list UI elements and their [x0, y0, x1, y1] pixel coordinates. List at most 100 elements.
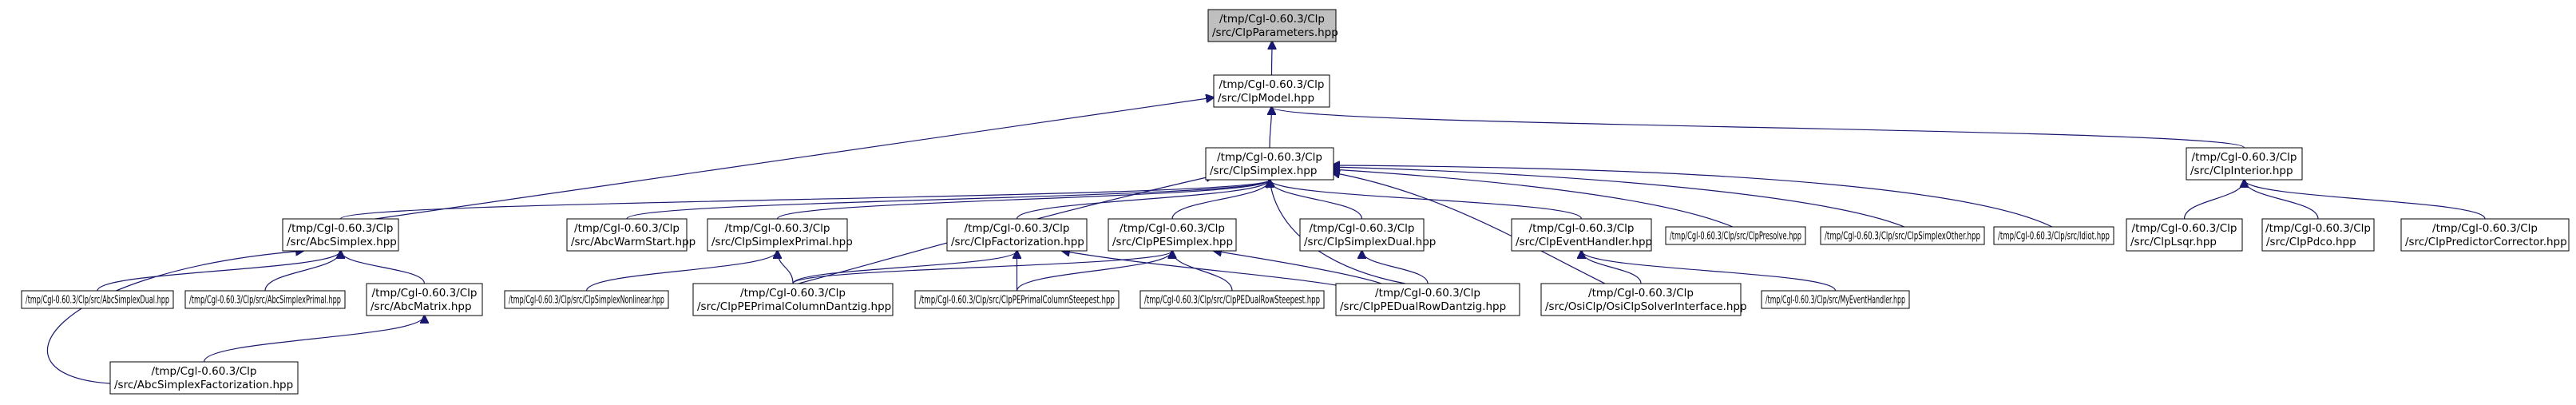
node-idiot[interactable]: /tmp/Cgl-0.60.3/Clp/src/Idiot.hpp [1993, 226, 2114, 245]
edge-abcsimplex-to-simplex [339, 180, 1270, 220]
node-simplexdual[interactable]: /tmp/Cgl-0.60.3/Clp/src/ClpSimplexDual.h… [1299, 218, 1436, 252]
node-label-line1-peprimaldantzig: /tmp/Cgl-0.60.3/Clp [740, 287, 846, 300]
node-label-line2-pedualdantzig: /src/ClpPEDualRowDantzig.hpp [1340, 300, 1506, 313]
node-label-line1-lsqr: /tmp/Cgl-0.60.3/Clp [2132, 222, 2237, 235]
node-label-line1-abcfactorization: /tmp/Cgl-0.60.3/Clp [152, 365, 257, 378]
node-box-abcmatrix[interactable] [366, 283, 483, 316]
node-lsqr[interactable]: /tmp/Cgl-0.60.3/Clp/src/ClpLsqr.hpp [2126, 218, 2243, 252]
node-box-nonlinear[interactable] [504, 290, 669, 309]
edge-peprimaldantzig-to-simplexprimal [778, 251, 794, 284]
node-box-predictor[interactable] [2400, 218, 2570, 252]
node-label-line2-osiclp: /src/OsiClp/OsiClpSolverInterface.hpp [1545, 300, 1747, 313]
node-myevent[interactable]: /tmp/Cgl-0.60.3/Clp/src/MyEventHandler.h… [1761, 290, 1910, 309]
node-label-line1-eventhandler: /tmp/Cgl-0.60.3/Clp [1529, 222, 1635, 235]
node-box-factorization[interactable] [946, 218, 1088, 252]
node-label-line2-pdco: /src/ClpPdco.hpp [2266, 236, 2356, 248]
edge-idiot-to-simplex [1332, 165, 2053, 228]
node-box-osiclp[interactable] [1540, 283, 1742, 316]
node-pedualdantzig[interactable]: /tmp/Cgl-0.60.3/Clp/src/ClpPEDualRowDant… [1335, 283, 1520, 316]
node-box-peprimalsteepest[interactable] [914, 290, 1120, 309]
edge-peprimalsteepest-to-pesimplex [1016, 251, 1173, 292]
node-box-pedualsteepest[interactable] [1139, 290, 1325, 309]
node-abcmatrix[interactable]: /tmp/Cgl-0.60.3/Clp/src/AbcMatrix.hpp [366, 283, 483, 316]
edge-predictor-to-interior [2245, 180, 2486, 220]
node-abcwarm[interactable]: /tmp/Cgl-0.60.3/Clp/src/AbcWarmStart.hpp [566, 218, 696, 252]
node-box-interior[interactable] [2186, 147, 2303, 181]
node-simplex[interactable]: /tmp/Cgl-0.60.3/Clp/src/ClpSimplex.hpp [1205, 147, 1334, 181]
node-abcprimal[interactable]: /tmp/Cgl-0.60.3/Clp/src/AbcSimplexPrimal… [184, 290, 346, 309]
node-pedualsteepest[interactable]: /tmp/Cgl-0.60.3/Clp/src/ClpPEDualRowStee… [1139, 290, 1325, 309]
node-box-presolve[interactable] [1665, 226, 1806, 245]
node-box-simplexdual[interactable] [1299, 218, 1425, 252]
node-abcfactorization[interactable]: /tmp/Cgl-0.60.3/Clp/src/AbcSimplexFactor… [109, 361, 299, 395]
node-box-params[interactable] [1207, 9, 1337, 42]
node-label-line2-interior: /src/ClpInterior.hpp [2190, 165, 2293, 177]
node-label-line1-model: /tmp/Cgl-0.60.3/Clp [1219, 78, 1325, 91]
node-eventhandler[interactable]: /tmp/Cgl-0.60.3/Clp/src/ClpEventHandler.… [1511, 218, 1652, 252]
edge-pedualdantzig-to-pesimplex [1214, 251, 1382, 284]
node-label-line2-model: /src/ClpModel.hpp [1218, 92, 1314, 105]
node-label-peprimalsteepest: /tmp/Cgl-0.60.3/Clp/src/ClpPEPrimalColum… [919, 294, 1115, 307]
node-factorization[interactable]: /tmp/Cgl-0.60.3/Clp/src/ClpFactorization… [946, 218, 1088, 252]
edge-abcfactorization-to-abcmatrix [203, 316, 425, 363]
node-label-line1-factorization: /tmp/Cgl-0.60.3/Clp [965, 222, 1070, 235]
node-box-pedualdantzig[interactable] [1335, 283, 1520, 316]
node-params[interactable]: /tmp/Cgl-0.60.3/Clp/src/ClpParameters.hp… [1207, 9, 1338, 42]
node-peprimaldantzig[interactable]: /tmp/Cgl-0.60.3/Clp/src/ClpPEPrimalColum… [692, 283, 894, 316]
edge-abcsimplex-to-model [375, 97, 1214, 220]
node-osiclp[interactable]: /tmp/Cgl-0.60.3/Clp/src/OsiClp/OsiClpSol… [1540, 283, 1747, 316]
node-box-simplex[interactable] [1205, 147, 1334, 181]
edge-abcfactorization-to-abcsimplex [46, 251, 303, 384]
edge-model-to-params [1272, 42, 1273, 76]
node-box-abcwarm[interactable] [566, 218, 688, 252]
node-pesimplex[interactable]: /tmp/Cgl-0.60.3/Clp/src/ClpPESimplex.hpp [1108, 218, 1237, 252]
node-label-line2-lsqr: /src/ClpLsqr.hpp [2130, 236, 2217, 248]
node-label-line2-simplexdual: /src/ClpSimplexDual.hpp [1304, 236, 1436, 248]
node-box-abcdual[interactable] [21, 290, 174, 309]
node-box-simplexother[interactable] [1820, 226, 1985, 245]
node-box-idiot[interactable] [1993, 226, 2114, 245]
node-label-abcprimal: /tmp/Cgl-0.60.3/Clp/src/AbcSimplexPrimal… [189, 294, 341, 307]
node-box-lsqr[interactable] [2126, 218, 2243, 252]
node-label-line1-pedualdantzig: /tmp/Cgl-0.60.3/Clp [1375, 287, 1480, 300]
node-box-pdco[interactable] [2261, 218, 2375, 252]
node-label-line1-simplexdual: /tmp/Cgl-0.60.3/Clp [1310, 222, 1415, 235]
node-label-line1-abcsimplex: /tmp/Cgl-0.60.3/Clp [288, 222, 394, 235]
node-box-myevent[interactable] [1761, 290, 1910, 309]
edges-layer [46, 42, 2486, 384]
node-box-abcprimal[interactable] [184, 290, 346, 309]
edge-abcwarm-to-simplex [626, 180, 1270, 220]
node-box-peprimaldantzig[interactable] [692, 283, 894, 316]
node-label-line2-peprimaldantzig: /src/ClpPEPrimalColumnDantzig.hpp [697, 300, 891, 313]
node-nonlinear[interactable]: /tmp/Cgl-0.60.3/Clp/src/ClpSimplexNonlin… [504, 290, 669, 309]
node-label-line1-simplexprimal: /tmp/Cgl-0.60.3/Clp [725, 222, 830, 235]
node-predictor[interactable]: /tmp/Cgl-0.60.3/Clp/src/ClpPredictorCorr… [2400, 218, 2570, 252]
edge-myevent-to-eventhandler [1582, 251, 1837, 292]
node-abcsimplex[interactable]: /tmp/Cgl-0.60.3/Clp/src/AbcSimplex.hpp [282, 218, 399, 252]
node-peprimalsteepest[interactable]: /tmp/Cgl-0.60.3/Clp/src/ClpPEPrimalColum… [914, 290, 1120, 309]
node-simplexother[interactable]: /tmp/Cgl-0.60.3/Clp/src/ClpSimplexOther.… [1820, 226, 1985, 245]
node-label-line2-factorization: /src/ClpFactorization.hpp [951, 236, 1084, 248]
node-box-pesimplex[interactable] [1108, 218, 1237, 252]
node-pdco[interactable]: /tmp/Cgl-0.60.3/Clp/src/ClpPdco.hpp [2261, 218, 2375, 252]
node-box-abcsimplex[interactable] [282, 218, 399, 252]
edge-nonlinear-to-simplexprimal [585, 251, 778, 292]
node-box-eventhandler[interactable] [1511, 218, 1652, 252]
edge-presolve-to-simplex [1332, 169, 1734, 228]
node-box-model[interactable] [1213, 74, 1330, 108]
node-box-abcfactorization[interactable] [109, 361, 299, 395]
node-box-simplexprimal[interactable] [707, 218, 848, 252]
node-label-line2-simplexprimal: /src/ClpSimplexPrimal.hpp [711, 236, 853, 248]
node-interior[interactable]: /tmp/Cgl-0.60.3/Clp/src/ClpInterior.hpp [2186, 147, 2303, 181]
node-label-myevent: /tmp/Cgl-0.60.3/Clp/src/MyEventHandler.h… [1766, 294, 1905, 307]
node-label-nonlinear: /tmp/Cgl-0.60.3/Clp/src/ClpSimplexNonlin… [509, 294, 664, 307]
node-abcdual[interactable]: /tmp/Cgl-0.60.3/Clp/src/AbcSimplexDual.h… [21, 290, 174, 309]
node-presolve[interactable]: /tmp/Cgl-0.60.3/Clp/src/ClpPresolve.hpp [1665, 226, 1806, 245]
edge-abcmatrix-to-abcsimplex [341, 251, 426, 284]
node-label-line2-predictor: /src/ClpPredictorCorrector.hpp [2405, 236, 2567, 248]
node-model[interactable]: /tmp/Cgl-0.60.3/Clp/src/ClpModel.hpp [1213, 74, 1330, 108]
edge-simplexprimal-to-simplex [776, 180, 1270, 220]
node-simplexprimal[interactable]: /tmp/Cgl-0.60.3/Clp/src/ClpSimplexPrimal… [707, 218, 853, 252]
edge-peprimaldantzig-to-pesimplex [792, 251, 1172, 284]
node-label-simplexother: /tmp/Cgl-0.60.3/Clp/src/ClpSimplexOther.… [1825, 230, 1980, 243]
